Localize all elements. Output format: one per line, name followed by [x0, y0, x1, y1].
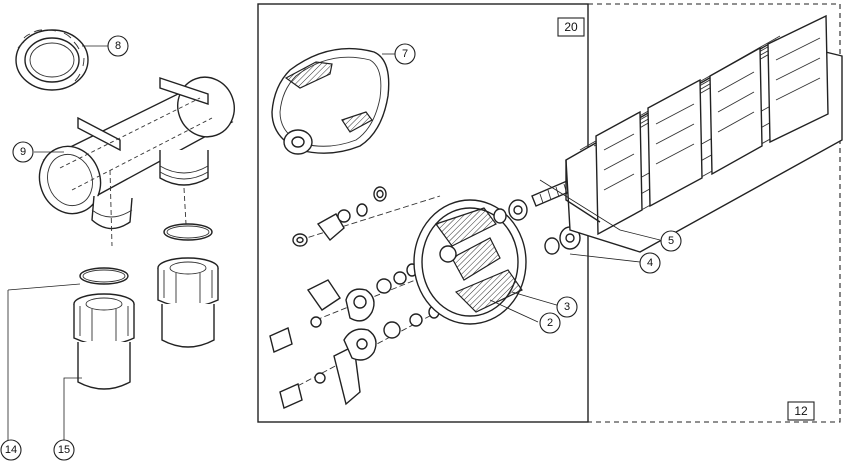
callout-8: 8	[107, 35, 129, 57]
frame-assembly-12	[588, 3, 841, 423]
union-ring-part	[15, 29, 89, 91]
svg-text:2: 2	[547, 317, 553, 329]
callout-7: 7	[394, 43, 416, 65]
callout-15: 15	[53, 439, 75, 461]
box-label-20: 20	[557, 17, 585, 37]
svg-text:14: 14	[5, 444, 17, 456]
callout-4: 4	[639, 252, 661, 274]
clamp-bracket-part	[271, 47, 390, 155]
box-label-12: 12	[787, 401, 815, 421]
svg-text:3: 3	[564, 301, 570, 313]
callout-3: 3	[556, 296, 578, 318]
svg-text:20: 20	[564, 20, 578, 34]
housing-tube-part	[38, 76, 235, 247]
leader-lines	[7, 45, 661, 440]
o-ring-right-part	[163, 223, 213, 241]
svg-text:5: 5	[668, 235, 674, 247]
svg-text:12: 12	[794, 404, 808, 418]
callout-5: 5	[660, 230, 682, 252]
union-fitting-left-part	[73, 293, 135, 390]
svg-text:7: 7	[402, 48, 408, 60]
callout-9: 9	[12, 141, 34, 163]
svg-text:15: 15	[58, 444, 70, 456]
electrode-carrier-disc-part	[413, 199, 527, 325]
electrode-plate-stack-part	[565, 14, 843, 253]
union-fitting-right-part	[157, 257, 219, 348]
callout-2: 2	[539, 312, 561, 334]
callout-14: 14	[0, 439, 22, 461]
o-ring-left-part	[79, 267, 129, 285]
svg-text:4: 4	[647, 257, 653, 269]
svg-text:9: 9	[20, 146, 26, 158]
svg-text:8: 8	[115, 40, 121, 52]
hardware-chain-upper	[292, 186, 441, 247]
